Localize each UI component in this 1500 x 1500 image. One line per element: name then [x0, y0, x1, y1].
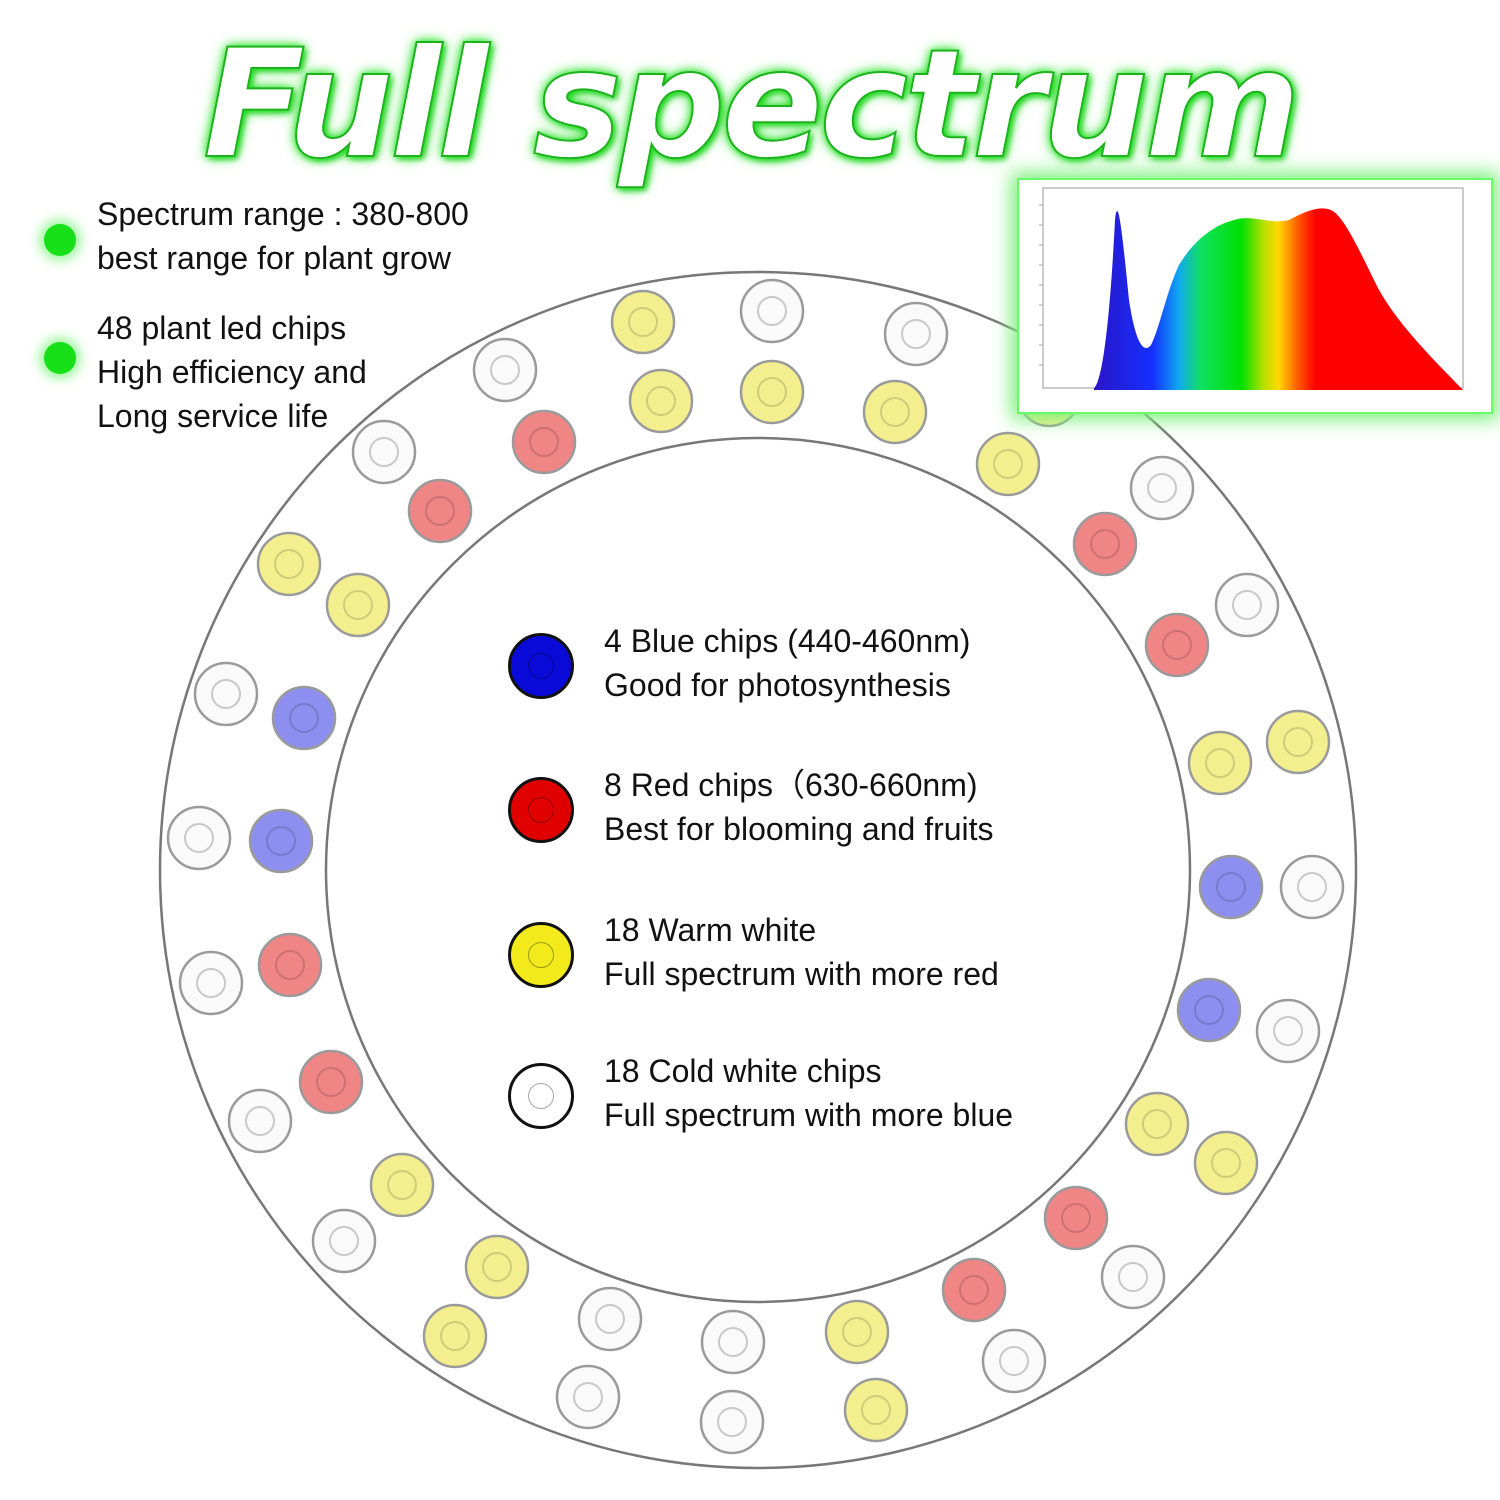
warm-led-chip [975, 431, 1041, 497]
red-led-chip [407, 478, 473, 544]
cold-led-chip [166, 805, 232, 871]
outer-ring [158, 270, 1358, 1470]
warm-led-chip [739, 359, 805, 425]
warm-led-chip [464, 1234, 530, 1300]
feature-line: Long service life [97, 398, 329, 434]
legend-text: 18 Warm white Full spectrum with more re… [604, 908, 999, 996]
blue-led-chip [1198, 854, 1264, 920]
legend-line: 18 Cold white chips [604, 1053, 882, 1089]
legend-line: Best for blooming and fruits [604, 811, 994, 847]
cold-led-chip [351, 419, 417, 485]
red-chip-icon [508, 777, 574, 843]
spectrum-chart [1017, 178, 1493, 414]
legend-line: 4 Blue chips (440-460nm) [604, 623, 971, 659]
cold-led-chip [883, 301, 949, 367]
legend-line: 18 Warm white [604, 912, 817, 948]
cold-led-chip [193, 661, 259, 727]
legend-text: 8 Red chips（630-660nm) Best for blooming… [604, 763, 994, 851]
feature-line: best range for plant grow [97, 240, 451, 276]
red-led-chip [1043, 1185, 1109, 1251]
spectrum-graph [1039, 187, 1464, 390]
cold-led-chip [739, 278, 805, 344]
feature-spectrum-range: Spectrum range : 380-800 best range for … [97, 192, 469, 280]
warm-led-chip [422, 1303, 488, 1369]
inner-ring [324, 436, 1192, 1304]
red-led-chip [257, 932, 323, 998]
warm-led-chip [1265, 709, 1331, 775]
warm-led-chip [1193, 1130, 1259, 1196]
bullet-dot-icon [44, 342, 76, 374]
cold-led-chip [1100, 1244, 1166, 1310]
cold-led-chip [311, 1208, 377, 1274]
blue-chip-icon [508, 633, 574, 699]
cold-led-chip [555, 1364, 621, 1430]
red-led-chip [941, 1257, 1007, 1323]
warm-led-chip [1187, 730, 1253, 796]
cold-led-chip [1129, 455, 1195, 521]
warm-led-chip [256, 531, 322, 597]
red-led-chip [511, 409, 577, 475]
cold-led-chip [472, 337, 538, 403]
cold-led-chip [1279, 854, 1345, 920]
cold-led-chip [1255, 998, 1321, 1064]
bullet-dot-icon [44, 224, 76, 256]
warm-led-chip [843, 1377, 909, 1443]
feature-line: 48 plant led chips [97, 310, 347, 346]
legend-text: 18 Cold white chips Full spectrum with m… [604, 1049, 1013, 1137]
blue-led-chip [271, 685, 337, 751]
blue-led-chip [1176, 977, 1242, 1043]
warm-led-chip [325, 572, 391, 638]
warm-led-chip [862, 379, 928, 445]
cold-white-chip-icon [508, 1063, 574, 1129]
feature-led-chips: 48 plant led chips High efficiency and L… [97, 306, 367, 438]
blue-led-chip [248, 808, 314, 874]
spectrum-curve [1094, 208, 1463, 390]
legend-line: Full spectrum with more blue [604, 1097, 1014, 1133]
tick-marks [1039, 204, 1043, 366]
cold-led-chip [227, 1088, 293, 1154]
legend-line: Good for photosynthesis [604, 667, 951, 703]
led-chips [166, 278, 1345, 1455]
warm-led-chip [824, 1299, 890, 1365]
feature-line: High efficiency and [97, 354, 367, 390]
cold-led-chip [699, 1389, 765, 1455]
warm-white-chip-icon [508, 922, 574, 988]
cold-led-chip [700, 1309, 766, 1375]
warm-led-chip [628, 368, 694, 434]
feature-line: Spectrum range : 380-800 [97, 196, 469, 232]
warm-led-chip [610, 289, 676, 355]
cold-led-chip [577, 1286, 643, 1352]
red-led-chip [298, 1049, 364, 1115]
cold-led-chip [178, 950, 244, 1016]
legend-line: Full spectrum with more red [604, 956, 999, 992]
legend-text: 4 Blue chips (440-460nm) Good for photos… [604, 619, 970, 707]
cold-led-chip [981, 1328, 1047, 1394]
warm-led-chip [1124, 1091, 1190, 1157]
page-title: Full spectrum [202, 17, 1302, 193]
warm-led-chip [369, 1152, 435, 1218]
red-led-chip [1144, 612, 1210, 678]
legend-line: 8 Red chips（630-660nm) [604, 767, 978, 803]
cold-led-chip [1214, 572, 1280, 638]
red-led-chip [1072, 511, 1138, 577]
